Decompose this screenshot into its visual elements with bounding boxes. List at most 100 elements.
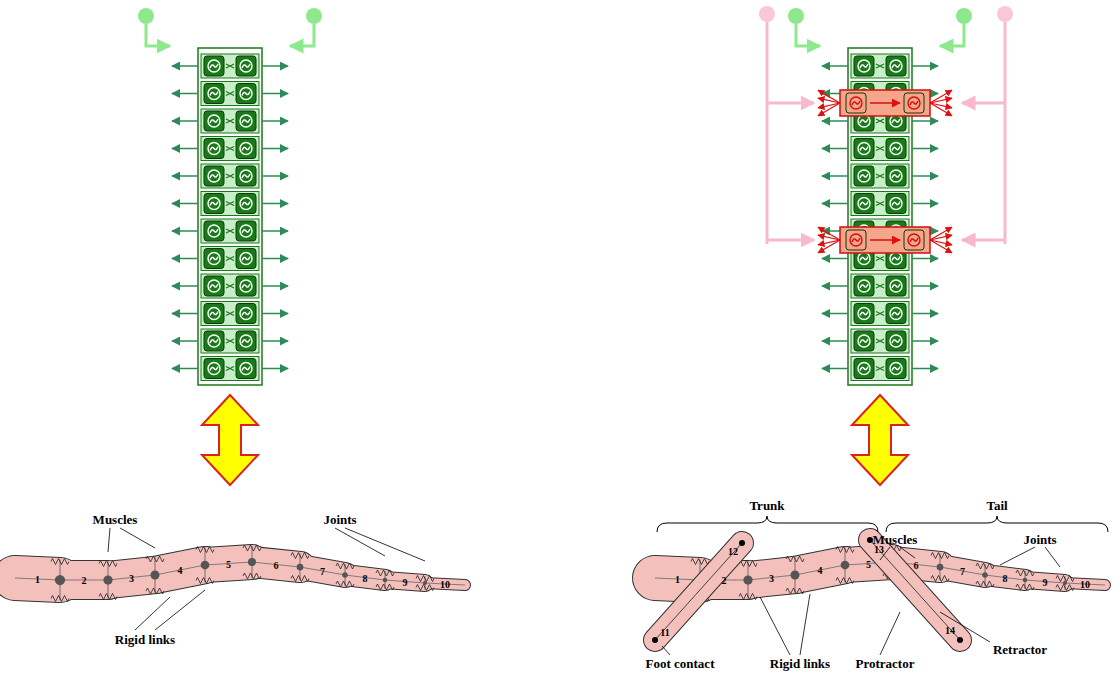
limb-wire	[962, 102, 1005, 105]
oscillator-symbol	[858, 198, 870, 210]
input-wire	[796, 24, 820, 46]
oscillator-symbol	[208, 60, 220, 72]
output-arrow	[912, 340, 938, 342]
oscillator-symbol	[240, 143, 252, 155]
callout-number: 7	[960, 566, 965, 577]
output-arrow	[912, 368, 938, 370]
callout-number: 13	[874, 544, 884, 555]
bracket	[657, 516, 1108, 532]
oscillator-symbol	[858, 280, 870, 292]
output-arrow	[172, 285, 198, 287]
output-arrow	[822, 120, 848, 122]
oscillator-pair	[201, 219, 259, 243]
limb-output	[930, 240, 952, 253]
output-arrow	[172, 175, 198, 177]
oscillator-symbol	[890, 198, 902, 210]
muscle-spring	[786, 588, 804, 594]
callout-number: 12	[728, 546, 738, 557]
output-arrow	[262, 313, 288, 315]
output-arrow	[172, 258, 198, 260]
oscillator-pair	[201, 357, 259, 381]
input-pin	[956, 8, 972, 24]
oscillator-symbol	[890, 60, 902, 72]
oscillator	[204, 84, 224, 104]
oscillator-symbol	[208, 280, 220, 292]
oscillator	[886, 194, 906, 214]
callout-number: 2	[82, 575, 87, 586]
muscle-spring	[1016, 570, 1034, 576]
joint	[791, 571, 800, 580]
limb-output	[930, 103, 952, 116]
oscillator-pair	[201, 54, 259, 78]
callout-number: 5	[226, 558, 231, 569]
oscillator-symbol	[240, 170, 252, 182]
oscillator-pair	[201, 329, 259, 353]
muscle-spring	[1056, 585, 1074, 591]
output-arrow	[912, 65, 938, 67]
muscle-spring	[336, 581, 354, 587]
coupling	[876, 64, 884, 68]
oscillator-symbol	[850, 234, 862, 246]
oscillator-pair	[201, 82, 259, 106]
oscillator	[854, 194, 874, 214]
oscillator-symbol	[858, 60, 870, 72]
muscle-spring	[786, 556, 804, 562]
muscle-spring	[416, 585, 434, 591]
leader-lines	[108, 528, 1060, 655]
output-arrow	[172, 340, 198, 342]
callout-number: 8	[363, 572, 368, 583]
output-arrow	[822, 203, 848, 205]
limb-output	[818, 90, 840, 103]
muscle-spring	[836, 578, 854, 584]
muscle-spring	[376, 570, 394, 576]
joint	[297, 564, 304, 571]
part-label: Trunk	[749, 499, 784, 513]
limb-output	[930, 90, 952, 103]
callout-number: 3	[129, 572, 134, 583]
oscillator	[204, 359, 224, 379]
output-arrow	[822, 313, 848, 315]
output-arrow	[172, 313, 198, 315]
coupling	[226, 367, 234, 371]
callout-number: 10	[440, 579, 450, 590]
oscillator	[886, 276, 906, 296]
oscillator	[236, 359, 256, 379]
oscillator	[204, 221, 224, 241]
muscle-spring	[1016, 584, 1034, 590]
limb-output	[930, 227, 952, 240]
muscle-spring	[836, 547, 854, 553]
muscle-spring	[291, 553, 309, 559]
cpg-column	[198, 48, 262, 385]
oscillator-symbol	[240, 363, 252, 375]
output-arrow	[822, 258, 848, 260]
oscillator	[854, 166, 874, 186]
coupling	[226, 229, 234, 233]
limb-oscillator-pair	[840, 90, 930, 116]
oscillator-pair	[201, 247, 259, 271]
muscle-spring	[739, 594, 757, 600]
input-pin	[306, 8, 322, 24]
output-arrow	[822, 65, 848, 67]
oscillator-symbol	[858, 363, 870, 375]
limb-axis	[655, 543, 742, 640]
oscillator-pair	[851, 357, 909, 381]
limb-oscillator-pair	[840, 227, 930, 253]
muscle-spring	[196, 547, 214, 553]
muscle-spring	[976, 581, 994, 587]
oscillator-pair	[851, 329, 909, 353]
oscillator	[854, 331, 874, 351]
oscillator	[854, 359, 874, 379]
input-wire	[940, 24, 964, 46]
output-arrow	[822, 285, 848, 287]
part-label: Retractor	[993, 643, 1047, 657]
coupling	[876, 174, 884, 178]
oscillator-symbol	[858, 253, 870, 265]
muscle-spring	[931, 576, 949, 582]
coupling	[870, 102, 900, 104]
oscillator-symbol	[908, 97, 920, 109]
limb-output	[818, 103, 840, 116]
callout-number: 6	[914, 559, 919, 570]
oscillator-symbol	[240, 88, 252, 100]
limb-wire	[766, 22, 769, 244]
